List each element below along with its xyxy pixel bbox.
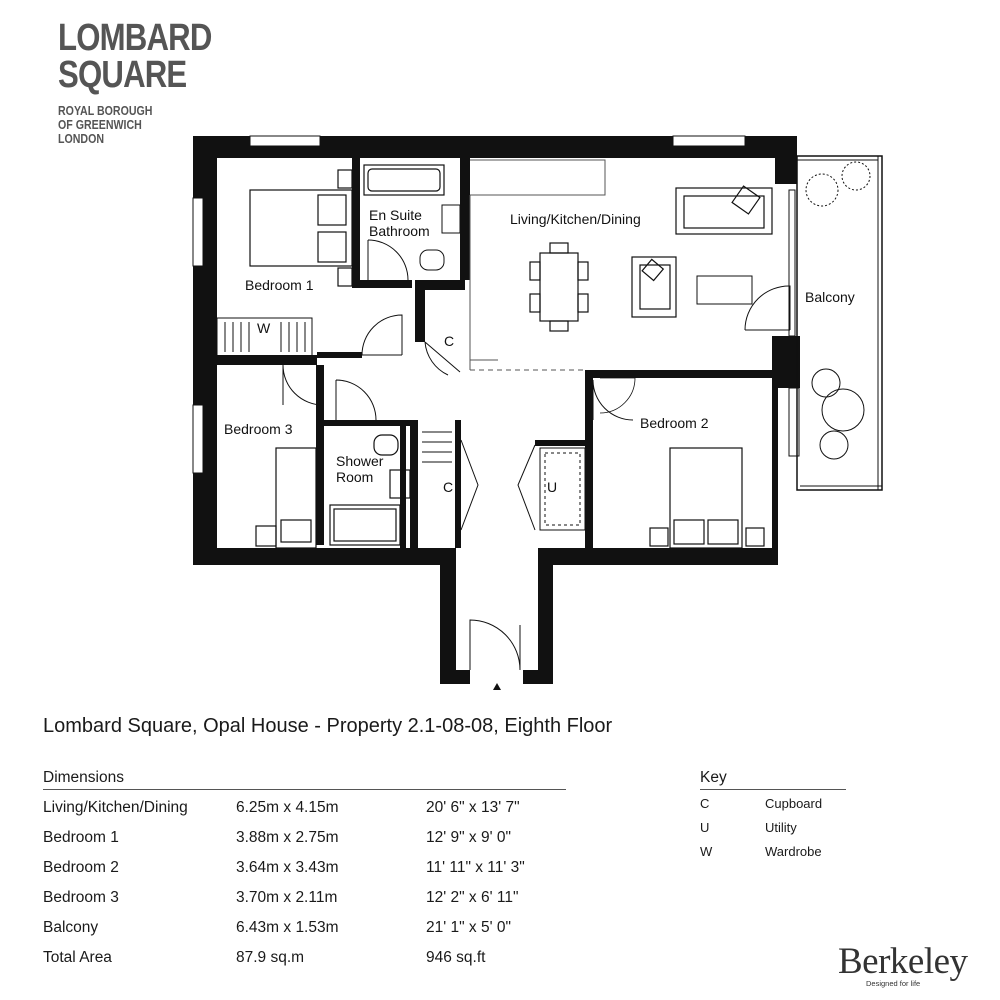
- coffee-table: [696, 275, 753, 305]
- dimension-room: Bedroom 3: [43, 889, 119, 906]
- ensuite-toilet: [419, 249, 445, 271]
- shower-label-1: Shower: [336, 453, 384, 469]
- dimension-imperial: 946 sq.ft: [426, 949, 486, 966]
- dimension-imperial: 12' 2" x 6' 11": [426, 889, 519, 906]
- bedroom-1-label: Bedroom 1: [245, 277, 314, 293]
- utility-label: U: [547, 479, 557, 495]
- cupboard-door: [424, 341, 461, 376]
- ensuite-basin: [441, 204, 461, 234]
- dimensions-heading: Dimensions: [43, 769, 566, 790]
- sofa: [675, 185, 773, 235]
- bedroom-2-label: Bedroom 2: [640, 415, 709, 431]
- bedroom-3-door: [282, 364, 324, 406]
- key-heading: Key: [700, 769, 846, 790]
- wardrobe-label: W: [257, 320, 271, 336]
- dimension-room: Living/Kitchen/Dining: [43, 799, 188, 816]
- dimension-metric: 3.70m x 2.11m: [236, 889, 338, 906]
- shower-room-door: [335, 379, 377, 421]
- key-code: C: [700, 796, 710, 811]
- dimension-metric: 3.88m x 2.75m: [236, 829, 339, 846]
- dimension-metric: 87.9 sq.m: [236, 949, 305, 966]
- logo-line-5: LONDON: [58, 132, 105, 146]
- bedroom-3-label: Bedroom 3: [224, 421, 293, 437]
- key-label: Utility: [765, 820, 797, 835]
- dimension-room: Balcony: [43, 919, 99, 936]
- dimension-imperial: 11' 11" x 11' 3": [426, 859, 525, 876]
- logo-line-4: OF GREENWICH: [58, 118, 142, 132]
- bed-1: [249, 169, 353, 287]
- dimension-metric: 3.64m x 3.43m: [236, 859, 339, 876]
- windows: [192, 135, 800, 474]
- balcony-label: Balcony: [805, 289, 855, 305]
- bedroom-2-door: [592, 379, 634, 421]
- shower-fittings: [329, 434, 411, 546]
- shower-label-2: Room: [336, 469, 373, 485]
- dimension-room: Bedroom 1: [43, 829, 119, 846]
- living-label: Living/Kitchen/Dining: [510, 211, 641, 227]
- storage-cupboard: [422, 431, 479, 531]
- ensuite-label-2: Bathroom: [369, 223, 430, 239]
- cupboard-label-1: C: [444, 333, 454, 349]
- dimension-room: Bedroom 2: [43, 859, 119, 876]
- ensuite-label-1: En Suite: [369, 207, 422, 223]
- bedroom-1-door: [361, 314, 403, 356]
- ensuite-door: [367, 239, 409, 281]
- balcony: [796, 155, 883, 491]
- development-logo: LOMBARD SQUARE ROYAL BOROUGH OF GREENWIC…: [58, 17, 245, 146]
- cupboard-label-2: C: [443, 479, 453, 495]
- logo-line-3: ROYAL BOROUGH: [58, 104, 153, 118]
- exterior-walls: [193, 136, 800, 684]
- berkeley-logo: Berkeley: [838, 941, 968, 982]
- kitchen-counter: [469, 159, 606, 371]
- dimension-imperial: 12' 9" x 9' 0": [426, 829, 512, 846]
- dimension-metric: 6.43m x 1.53m: [236, 919, 339, 936]
- bed-2: [649, 447, 765, 549]
- entrance-arrow-icon: [493, 683, 501, 690]
- dimension-metric: 6.25m x 4.15m: [236, 799, 339, 816]
- bathtub: [363, 164, 445, 196]
- brand-tagline: Designed for life: [866, 979, 921, 988]
- dining-table: [529, 242, 589, 332]
- interior-walls: [217, 158, 773, 560]
- dimension-imperial: 21' 1" x 5' 0": [426, 919, 512, 936]
- balcony-door: [744, 285, 791, 331]
- armchair: [631, 256, 677, 318]
- bed-3: [255, 447, 317, 549]
- utility-cupboard: [517, 444, 586, 531]
- dimension-imperial: 20' 6" x 13' 7": [426, 799, 520, 816]
- wardrobe: [216, 317, 313, 357]
- floor-plan: En Suite Bathroom Living/Kitchen/Dining …: [192, 135, 883, 690]
- key-code: W: [700, 844, 713, 859]
- key-label: Cupboard: [765, 796, 823, 811]
- property-title: Lombard Square, Opal House - Property 2.…: [43, 715, 613, 737]
- key-label: Wardrobe: [765, 844, 822, 859]
- logo-line-2: SQUARE: [58, 54, 187, 96]
- entrance-door: [469, 619, 521, 671]
- key-code: U: [700, 820, 710, 835]
- dimension-room: Total Area: [43, 949, 112, 966]
- logo-line-1: LOMBARD: [58, 17, 212, 59]
